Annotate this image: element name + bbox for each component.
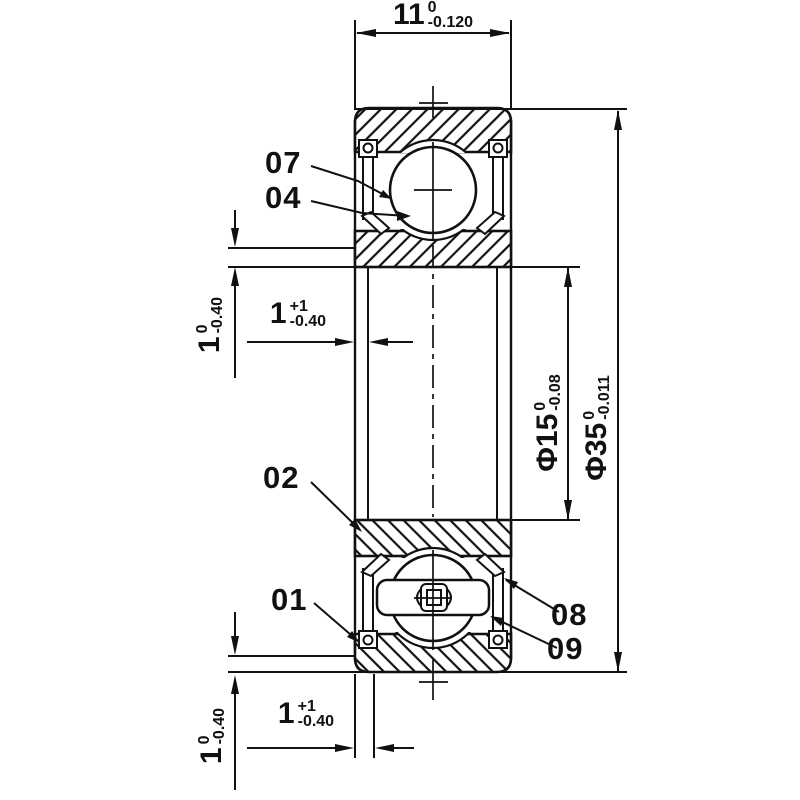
leader-arrows bbox=[347, 190, 518, 643]
dim-outer-upper: 0 bbox=[581, 410, 598, 420]
dim-recess-bottom-lower: -0.40 bbox=[211, 707, 228, 745]
dim-recess-top-lower: -0.40 bbox=[209, 296, 226, 334]
dim-chamfer-top-tolerance: +1 -0.40 bbox=[289, 298, 327, 330]
label-outer-ring: 01 bbox=[271, 582, 308, 617]
label-shield-lower: 08 bbox=[551, 597, 588, 632]
dim-recess-bottom-tolerance: 0 -0.40 bbox=[196, 707, 228, 745]
dim-chamfer-bottom-upper: +1 bbox=[297, 698, 316, 715]
dim-chamfer-bottom-lower: -0.40 bbox=[297, 713, 335, 730]
dim-chamfer-bottom: 1 +1 -0.40 bbox=[256, 697, 356, 730]
dimension-arrows bbox=[231, 29, 622, 752]
dim-bore-upper: 0 bbox=[532, 401, 549, 411]
label-shield-upper: 07 bbox=[265, 145, 302, 180]
shield-bottom-left bbox=[358, 552, 391, 649]
dimension-lines bbox=[234, 32, 619, 790]
dim-bore-diameter: Φ15 0 -0.08 bbox=[526, 358, 570, 488]
dim-outer-diameter: Φ35 0 -0.011 bbox=[575, 353, 619, 503]
shield-top-left bbox=[358, 139, 391, 236]
dim-recess-bottom-upper: 0 bbox=[196, 735, 213, 745]
dim-outer-tolerance: 0 -0.011 bbox=[581, 375, 613, 420]
dim-outer-lower: -0.011 bbox=[596, 375, 613, 420]
dim-width-value: 11 bbox=[392, 0, 425, 31]
label-inner-ring: 02 bbox=[263, 460, 300, 495]
dim-chamfer-top: 1 +1 -0.40 bbox=[248, 297, 348, 330]
dim-outer-value: Φ35 bbox=[580, 422, 613, 481]
dim-recess-top-upper: 0 bbox=[194, 324, 211, 334]
dim-bore-tolerance: 0 -0.08 bbox=[532, 374, 564, 411]
shield-top-right bbox=[475, 139, 508, 236]
dim-chamfer-top-lower: -0.40 bbox=[289, 313, 327, 330]
dim-width-lower: -0.120 bbox=[427, 14, 474, 31]
dim-chamfer-top-value: 1 bbox=[269, 297, 287, 330]
dim-recess-bottom: 1 0 -0.40 bbox=[190, 681, 234, 791]
dim-width: 11 0 -0.120 bbox=[355, 0, 511, 31]
dim-chamfer-top-upper: +1 bbox=[289, 298, 308, 315]
bearing-side-faces bbox=[353, 120, 513, 660]
dim-width-tolerance: 0 -0.120 bbox=[427, 0, 474, 31]
label-cage: 09 bbox=[547, 631, 584, 666]
dim-bore-lower: -0.08 bbox=[547, 374, 564, 411]
dim-chamfer-bottom-value: 1 bbox=[277, 697, 295, 730]
label-ball: 04 bbox=[265, 180, 302, 215]
extension-lines bbox=[228, 20, 627, 758]
dim-bore-value: Φ15 bbox=[531, 413, 564, 472]
dim-recess-top-tolerance: 0 -0.40 bbox=[194, 296, 226, 334]
dim-recess-top: 1 0 -0.40 bbox=[188, 270, 232, 380]
centerlines bbox=[414, 86, 452, 700]
dim-recess-bottom-value: 1 bbox=[195, 747, 228, 765]
dim-recess-top-value: 1 bbox=[193, 336, 226, 354]
dim-chamfer-bottom-tolerance: +1 -0.40 bbox=[297, 698, 335, 730]
dim-width-upper: 0 bbox=[427, 0, 437, 16]
